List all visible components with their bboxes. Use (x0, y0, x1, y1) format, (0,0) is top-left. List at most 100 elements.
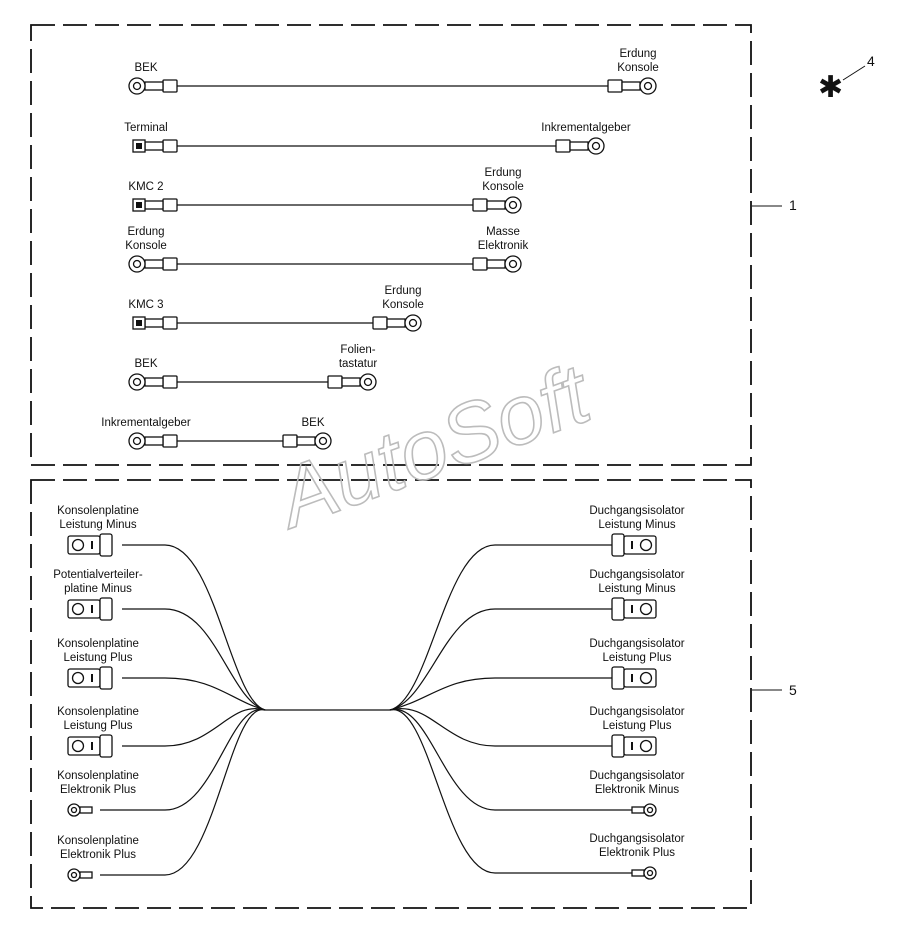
cable-left-end (128, 77, 178, 95)
terminal-sleeve (631, 869, 645, 877)
clip-jaw (136, 202, 142, 208)
terminal-hole (71, 739, 85, 753)
small-terminal (631, 803, 657, 817)
terminal-mark (631, 674, 633, 682)
terminal-boot (99, 666, 113, 690)
ring-hole (508, 200, 518, 210)
connector-sleeve (144, 436, 164, 446)
branch-label: Konsolenplatine (57, 706, 139, 718)
branch-wire (389, 709, 632, 874)
small-terminal (631, 866, 657, 880)
large-terminal (67, 734, 113, 758)
connector-boot (162, 139, 178, 153)
branch-wire (389, 708, 632, 811)
branch-label: Elektronik Plus (60, 784, 136, 796)
cable-right-label: Erdung (484, 167, 521, 179)
branch-label: Konsolenplatine (57, 770, 139, 782)
branch-label: Elektronik Plus (60, 849, 136, 861)
connector-sleeve (341, 377, 361, 387)
connector-sleeve (386, 318, 406, 328)
branch-label: Konsolenplatine (57, 835, 139, 847)
ring-hole (318, 436, 328, 446)
connector-boot (555, 139, 571, 153)
branch-label: Duchgangsisolator (589, 770, 684, 782)
cable-left-end (132, 198, 178, 212)
connector-sleeve (621, 81, 641, 91)
branch-label: Leistung Minus (59, 519, 137, 531)
connector-sleeve (144, 259, 164, 269)
connector-sleeve (144, 141, 164, 151)
ring-hole (132, 81, 142, 91)
small-terminal (67, 868, 93, 882)
large-terminal (611, 533, 657, 557)
cable-right-label: Konsole (617, 62, 659, 74)
cable-right-label: Masse (486, 226, 520, 238)
connector-sleeve (144, 81, 164, 91)
connector-boot (162, 257, 178, 271)
ring-hole (591, 141, 601, 151)
branch-label: Leistung Plus (602, 720, 671, 732)
cable-right-end (282, 432, 332, 450)
terminal-hole (639, 602, 653, 616)
branch-label: Elektronik Plus (599, 847, 675, 859)
ring-hole (408, 318, 418, 328)
large-terminal (67, 597, 113, 621)
cable-left-label: Konsole (125, 240, 167, 252)
branch-label: Duchgangsisolator (589, 569, 684, 581)
cable-left-label: KMC 3 (128, 299, 163, 311)
cable-right-end (327, 373, 377, 391)
connector-sleeve (144, 377, 164, 387)
large-terminal (611, 597, 657, 621)
connector-sleeve (486, 200, 506, 210)
clip-jaw (136, 143, 142, 149)
terminal-mark (91, 742, 93, 750)
terminal-hole (639, 739, 653, 753)
connector-sleeve (144, 200, 164, 210)
branch-label: Leistung Plus (63, 652, 132, 664)
terminal-boot (611, 666, 625, 690)
ring-hole (643, 81, 653, 91)
connector-boot (327, 375, 343, 389)
group-1-frame (30, 24, 752, 466)
cable-right-end (372, 314, 422, 332)
branch-label: Leistung Plus (63, 720, 132, 732)
large-terminal (67, 666, 113, 690)
callout-5-number: 5 (789, 682, 797, 698)
terminal-mark (631, 605, 633, 613)
cable-right-label: BEK (301, 417, 324, 429)
connector-boot (162, 375, 178, 389)
connector-boot (162, 79, 178, 93)
cable-left-end (128, 432, 178, 450)
branch-label: Elektronik Minus (595, 784, 680, 796)
terminal-boot (99, 734, 113, 758)
clip-jaw (136, 320, 142, 326)
asterisk-icon: ✱ (818, 71, 843, 104)
terminal-hole (646, 806, 654, 814)
terminal-mark (631, 541, 633, 549)
ring-hole (363, 377, 373, 387)
branch-wire (100, 708, 266, 811)
callout-1-number: 1 (789, 197, 797, 213)
branch-label: Duchgangsisolator (589, 833, 684, 845)
branch-label: Konsolenplatine (57, 505, 139, 517)
branch-wire (122, 708, 266, 747)
group-5-frame (30, 479, 752, 909)
connector-boot (162, 316, 178, 330)
connector-boot (472, 198, 488, 212)
cable-right-label: Inkrementalgeber (541, 122, 631, 134)
terminal-hole (71, 671, 85, 685)
watermark: AutoSoft (261, 345, 604, 546)
